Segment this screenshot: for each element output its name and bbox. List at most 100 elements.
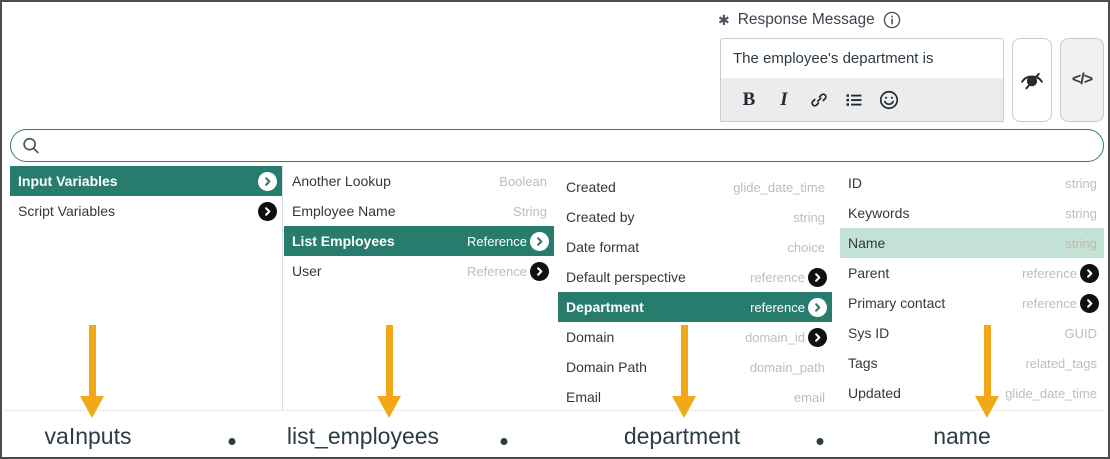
item-type: reference	[750, 269, 805, 285]
annotation-arrow-list-employees	[377, 325, 401, 419]
picker-item-employee-name[interactable]: Employee Name String	[284, 196, 554, 226]
expression-separator-dot	[500, 438, 508, 445]
expression-separator-dot	[228, 438, 236, 445]
item-type: String	[513, 203, 547, 219]
item-label: Created	[566, 179, 616, 195]
code-view-button[interactable]: </>	[1060, 38, 1104, 122]
item-type: string	[1065, 175, 1097, 191]
picker-item-another-lookup[interactable]: Another Lookup Boolean	[284, 166, 554, 196]
chevron-right-icon[interactable]	[808, 267, 827, 287]
search-input[interactable]	[42, 130, 1103, 161]
variable-search-bar[interactable]	[10, 129, 1104, 162]
annotation-arrow-vainputs	[80, 325, 104, 419]
expression-part-vainputs: vaInputs	[44, 423, 132, 449]
hide-preview-button[interactable]	[1012, 38, 1052, 122]
chevron-right-icon[interactable]	[808, 327, 827, 347]
picker-item-id[interactable]: ID string	[840, 168, 1104, 198]
item-type: string	[793, 209, 825, 225]
item-label: Default perspective	[566, 269, 686, 285]
item-type: glide_date_time	[733, 179, 825, 195]
picker-item-input-variables[interactable]: Input Variables	[10, 166, 282, 196]
picker-item-name[interactable]: Name string	[840, 228, 1104, 258]
item-type: reference	[1022, 265, 1077, 281]
italic-button[interactable]: I	[770, 85, 798, 115]
expression-part-name: name	[933, 423, 991, 449]
chevron-right-icon[interactable]	[1080, 263, 1099, 283]
item-type: domain_path	[749, 359, 825, 375]
item-type: glide_date_time	[1005, 385, 1097, 401]
picker-item-created-by[interactable]: Created by string	[558, 202, 832, 232]
item-label: Name	[848, 235, 886, 251]
item-type: Reference	[467, 263, 527, 279]
expression-separator-dot	[816, 438, 824, 445]
annotation-arrow-department	[672, 325, 696, 419]
picker-item-script-variables[interactable]: Script Variables	[10, 196, 282, 226]
expression-part-department: department	[623, 423, 741, 449]
unordered-list-icon[interactable]	[840, 85, 868, 115]
item-type: related_tags	[1025, 355, 1097, 371]
picker-item-date-format[interactable]: Date format choice	[558, 232, 832, 262]
item-type: Boolean	[499, 173, 547, 189]
item-label: Date format	[566, 239, 640, 255]
picker-item-domain-path[interactable]: Domain Path domain_path	[558, 352, 832, 382]
item-type: email	[793, 389, 825, 405]
link-icon[interactable]	[805, 85, 833, 115]
picker-item-email[interactable]: Email email	[558, 382, 832, 412]
expression-strip-divider	[4, 410, 1106, 411]
picker-item-parent[interactable]: Parent reference	[840, 258, 1104, 288]
item-type: reference	[750, 299, 805, 315]
column-divider	[282, 166, 283, 410]
picker-item-primary-contact[interactable]: Primary contact reference	[840, 288, 1104, 318]
response-message-label: Response Message	[737, 11, 875, 28]
picker-item-updated[interactable]: Updated glide_date_time	[840, 378, 1104, 408]
item-label: Email	[566, 389, 602, 405]
item-type: Reference	[467, 233, 527, 249]
item-label: Created by	[566, 209, 635, 225]
item-type: string	[1065, 235, 1097, 251]
item-label: Department	[566, 299, 644, 315]
richtext-toolbar: B I	[720, 78, 1004, 122]
item-label: Sys ID	[848, 325, 890, 341]
item-label: ID	[848, 175, 862, 191]
chevron-right-icon[interactable]	[808, 297, 827, 317]
item-label: Another Lookup	[292, 173, 391, 189]
item-label: Domain Path	[566, 359, 647, 375]
response-message-label-row: ✱ Response Message	[718, 11, 901, 29]
code-icon: </>	[1071, 71, 1093, 88]
chevron-right-icon[interactable]	[258, 201, 277, 221]
emoji-icon[interactable]	[875, 85, 903, 115]
required-marker: ✱	[718, 11, 730, 28]
picker-item-domain[interactable]: Domain domain_id	[558, 322, 832, 352]
picker-item-list-employees[interactable]: List Employees Reference	[284, 226, 554, 256]
eye-off-icon	[1018, 66, 1046, 94]
item-label: List Employees	[292, 233, 395, 249]
item-label: Employee Name	[292, 203, 396, 219]
picker-item-department[interactable]: Department reference	[558, 292, 832, 322]
item-label: Tags	[848, 355, 878, 371]
item-label: Updated	[848, 385, 901, 401]
item-type: domain_id	[745, 329, 805, 345]
chevron-right-icon[interactable]	[258, 171, 277, 191]
chevron-right-icon[interactable]	[1080, 293, 1099, 313]
item-label: Primary contact	[848, 295, 946, 311]
item-label: Domain	[566, 329, 615, 345]
bold-button[interactable]: B	[735, 85, 763, 115]
info-icon[interactable]	[883, 11, 901, 29]
response-message-input[interactable]: The employee's department is	[720, 38, 1004, 79]
chevron-right-icon[interactable]	[530, 261, 549, 281]
picker-item-created[interactable]: Created glide_date_time	[558, 172, 832, 202]
item-type: choice	[787, 239, 825, 255]
expression-part-list_employees: list_employees	[286, 423, 440, 449]
item-label: Parent	[848, 265, 890, 281]
picker-item-tags[interactable]: Tags related_tags	[840, 348, 1104, 378]
item-type: reference	[1022, 295, 1077, 311]
picker-item-default-perspective[interactable]: Default perspective reference	[558, 262, 832, 292]
chevron-right-icon[interactable]	[530, 231, 549, 251]
